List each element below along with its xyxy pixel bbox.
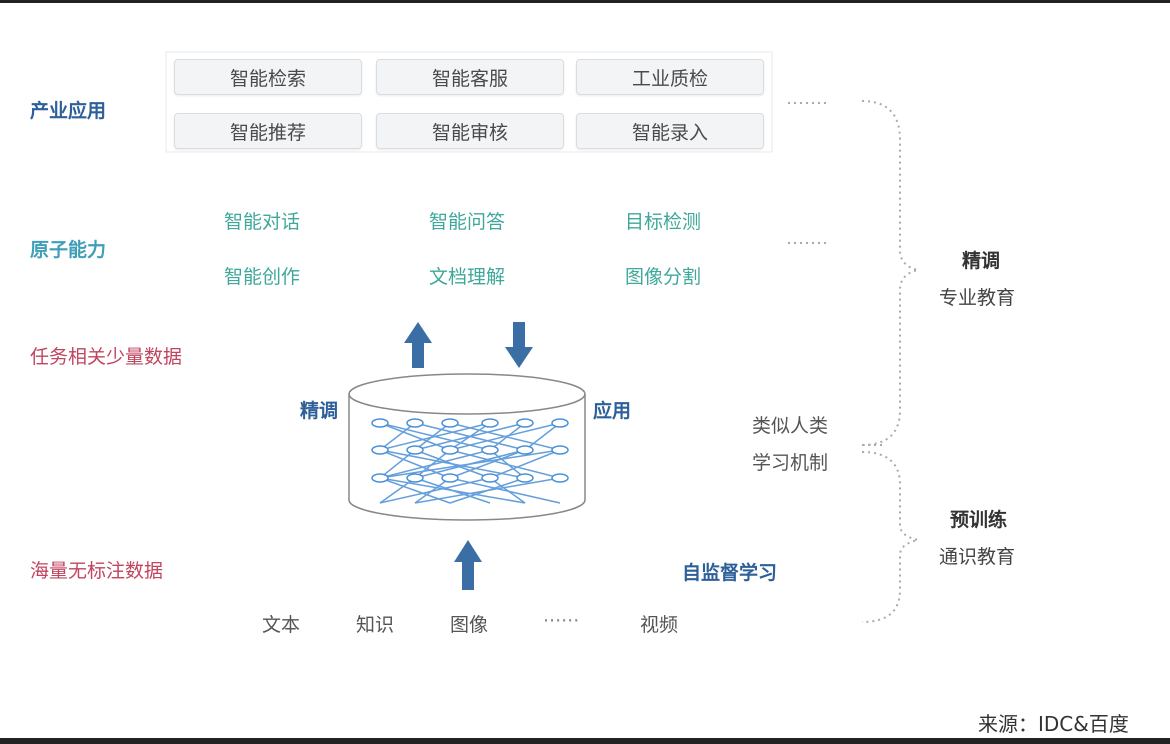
model-finetune-label: 精调 (300, 400, 339, 422)
massive-data-label: 海量无标注数据 (30, 560, 164, 582)
input-item: 文本 (262, 614, 301, 636)
pretrain-title: 预训练 (950, 509, 1008, 531)
model-apply-label: 应用 (593, 400, 632, 422)
atomic-item: 文档理解 (429, 266, 506, 288)
pretrain-subtitle: 通识教育 (939, 546, 1016, 568)
finetune-subtitle: 专业教育 (939, 287, 1016, 309)
input-item: 知识 (356, 614, 395, 636)
self-supervised-label: 自监督学习 (682, 562, 778, 584)
arrow-up-finetune (404, 322, 432, 368)
atomic-item: 智能创作 (224, 266, 301, 288)
industry-item: 智能录入 (576, 113, 764, 149)
finetune-title: 精调 (962, 250, 1001, 272)
task-data-label: 任务相关少量数据 (30, 346, 183, 368)
industry-label: 产业应用 (30, 100, 107, 122)
industry-item: 智能客服 (376, 59, 564, 95)
industry-item: 工业质检 (576, 59, 764, 95)
arrow-up-input (454, 540, 482, 590)
atomic-item: 图像分割 (625, 266, 702, 288)
industry-item: 智能审核 (376, 113, 564, 149)
source-note: 来源：IDC&百度 (978, 712, 1129, 736)
industry-group-box (165, 51, 773, 153)
arrow-down-apply (505, 322, 533, 368)
bottom-border (0, 738, 1170, 744)
finetune-brace (861, 100, 919, 446)
industry-item: 智能检索 (174, 59, 362, 95)
model-cylinder (348, 373, 586, 521)
pretrain-brace (861, 451, 919, 623)
human-mechanism-line2: 学习机制 (752, 452, 829, 474)
atomic-item: 目标检测 (625, 211, 702, 233)
input-item: 视频 (640, 614, 679, 636)
atomic-label: 原子能力 (30, 239, 107, 261)
human-mechanism-line1: 类似人类 (752, 415, 829, 437)
atomic-item: 智能对话 (224, 211, 301, 233)
top-border (0, 0, 1170, 3)
atomic-item: 智能问答 (429, 211, 506, 233)
input-ellipsis: ······ (543, 610, 580, 632)
input-item: 图像 (450, 614, 489, 636)
industry-item: 智能推荐 (174, 113, 362, 149)
